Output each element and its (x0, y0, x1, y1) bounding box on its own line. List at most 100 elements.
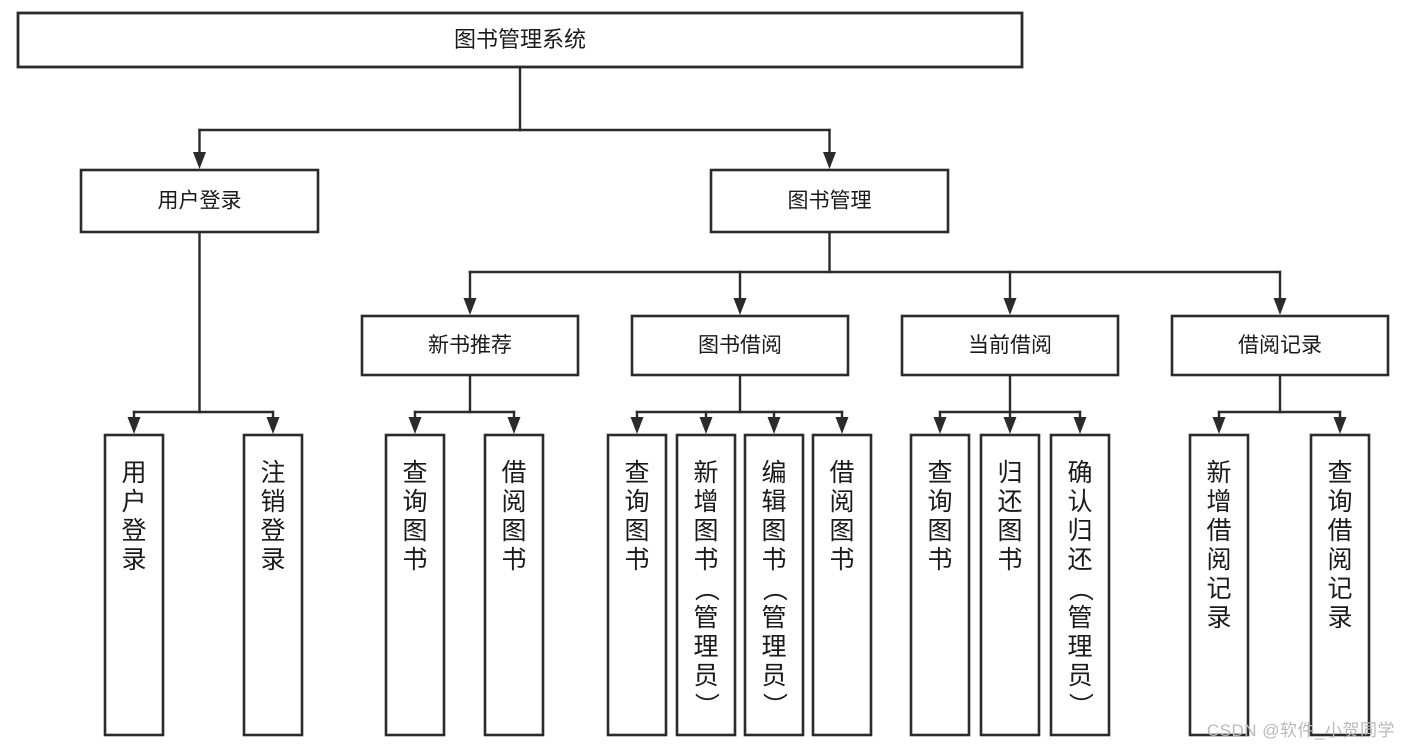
node-label-char: 借 (1206, 517, 1231, 545)
node-label-char: 书 (501, 546, 526, 574)
node-box (242, 433, 304, 737)
node-label-char: 管 (1067, 604, 1092, 632)
node-box (675, 433, 737, 737)
node-label-char: 借 (1327, 517, 1352, 545)
node-label-char: ） (760, 692, 788, 717)
node-label: 图书管理 (788, 190, 872, 213)
arrow-head-icon (463, 298, 477, 315)
node-label-char: 确 (1067, 459, 1092, 487)
node-label-char: 借 (829, 459, 854, 487)
node-label-char: 阅 (1206, 546, 1231, 574)
node-box (1170, 314, 1390, 377)
node-label-char: 理 (693, 633, 718, 661)
node-box (16, 11, 1024, 69)
node-label-char: 管 (693, 604, 718, 632)
node-label-char: 注 (260, 459, 285, 487)
arrow-head-icon (630, 417, 644, 434)
arrow-head-icon (767, 417, 781, 434)
node-box (811, 433, 873, 737)
node-label: 新书推荐 (428, 334, 512, 357)
node-box (900, 314, 1120, 377)
node-label-char: 归 (997, 459, 1022, 487)
node-box (360, 314, 580, 377)
node-label-char: （ (692, 576, 720, 601)
node-label-char: 理 (761, 633, 786, 661)
arrow-head-icon (1003, 298, 1017, 315)
node-label-char: 理 (1067, 633, 1092, 661)
node-label-char: 管 (761, 604, 786, 632)
node-label-char: 录 (1327, 604, 1352, 632)
node-box (630, 314, 850, 377)
node-bookmgmt[interactable]: 图书管理 (709, 168, 950, 234)
node-label-char: 新 (1206, 459, 1231, 487)
connector-layer (127, 65, 1347, 434)
arrow-head-icon (823, 152, 836, 169)
node-label-char: 销 (260, 488, 285, 516)
arrow-head-icon (1073, 417, 1087, 434)
node-label-char: 辑 (761, 488, 786, 516)
arrow-head-icon (408, 417, 422, 434)
node-box (606, 433, 668, 737)
node-current[interactable]: 当前借阅 (900, 314, 1120, 377)
node-label-char: 录 (121, 546, 146, 574)
node-box (709, 168, 950, 234)
arrow-head-icon (1212, 417, 1226, 434)
node-box (103, 433, 165, 737)
node-label-char: 记 (1206, 575, 1231, 603)
node-root[interactable]: 图书管理系统 (16, 11, 1024, 69)
node-label-char: 书 (402, 546, 427, 574)
node-label-char: 阅 (501, 488, 526, 516)
node-label-char: 员 (761, 662, 786, 690)
node-label-char: 录 (1206, 604, 1231, 632)
node-layer: 图书管理系统用户登录图书管理新书推荐图书借阅当前借阅借阅记录用户登录注销登录查询… (16, 11, 1390, 737)
node-label-char: 图 (501, 517, 526, 545)
node-label-char: 询 (1327, 488, 1352, 516)
node-label-char: 查 (1327, 459, 1352, 487)
node-label-char: 图 (927, 517, 952, 545)
node-label-char: 询 (402, 488, 427, 516)
arrow-head-icon (733, 298, 747, 315)
node-label-char: 新 (693, 459, 718, 487)
node-label-char: 编 (761, 459, 786, 487)
node-label: 借阅记录 (1238, 334, 1322, 357)
node-label-char: 借 (501, 459, 526, 487)
node-leaf1[interactable]: 用户登录 (103, 433, 165, 737)
node-label-char: 查 (624, 459, 649, 487)
node-records[interactable]: 借阅记录 (1170, 314, 1390, 377)
node-label-char: ） (1066, 692, 1094, 717)
node-label: 图书借阅 (698, 334, 782, 357)
node-label: 用户登录 (158, 190, 242, 213)
node-login[interactable]: 用户登录 (79, 168, 320, 234)
node-newbook[interactable]: 新书推荐 (360, 314, 580, 377)
node-label-char: ） (692, 692, 720, 717)
node-label-char: 书 (693, 546, 718, 574)
node-label-char: 图 (761, 517, 786, 545)
node-label-char: 书 (761, 546, 786, 574)
node-box (909, 433, 971, 737)
node-label-char: 图 (997, 517, 1022, 545)
arrow-head-icon (266, 417, 280, 434)
arrow-head-icon (933, 417, 947, 434)
node-borrow[interactable]: 图书借阅 (630, 314, 850, 377)
node-label-char: 图 (402, 517, 427, 545)
node-label-char: 登 (121, 517, 146, 545)
node-label-char: 书 (997, 546, 1022, 574)
node-label-char: 阅 (829, 488, 854, 516)
node-box (1049, 433, 1111, 737)
node-label-char: 询 (927, 488, 952, 516)
node-label-char: （ (1066, 576, 1094, 601)
